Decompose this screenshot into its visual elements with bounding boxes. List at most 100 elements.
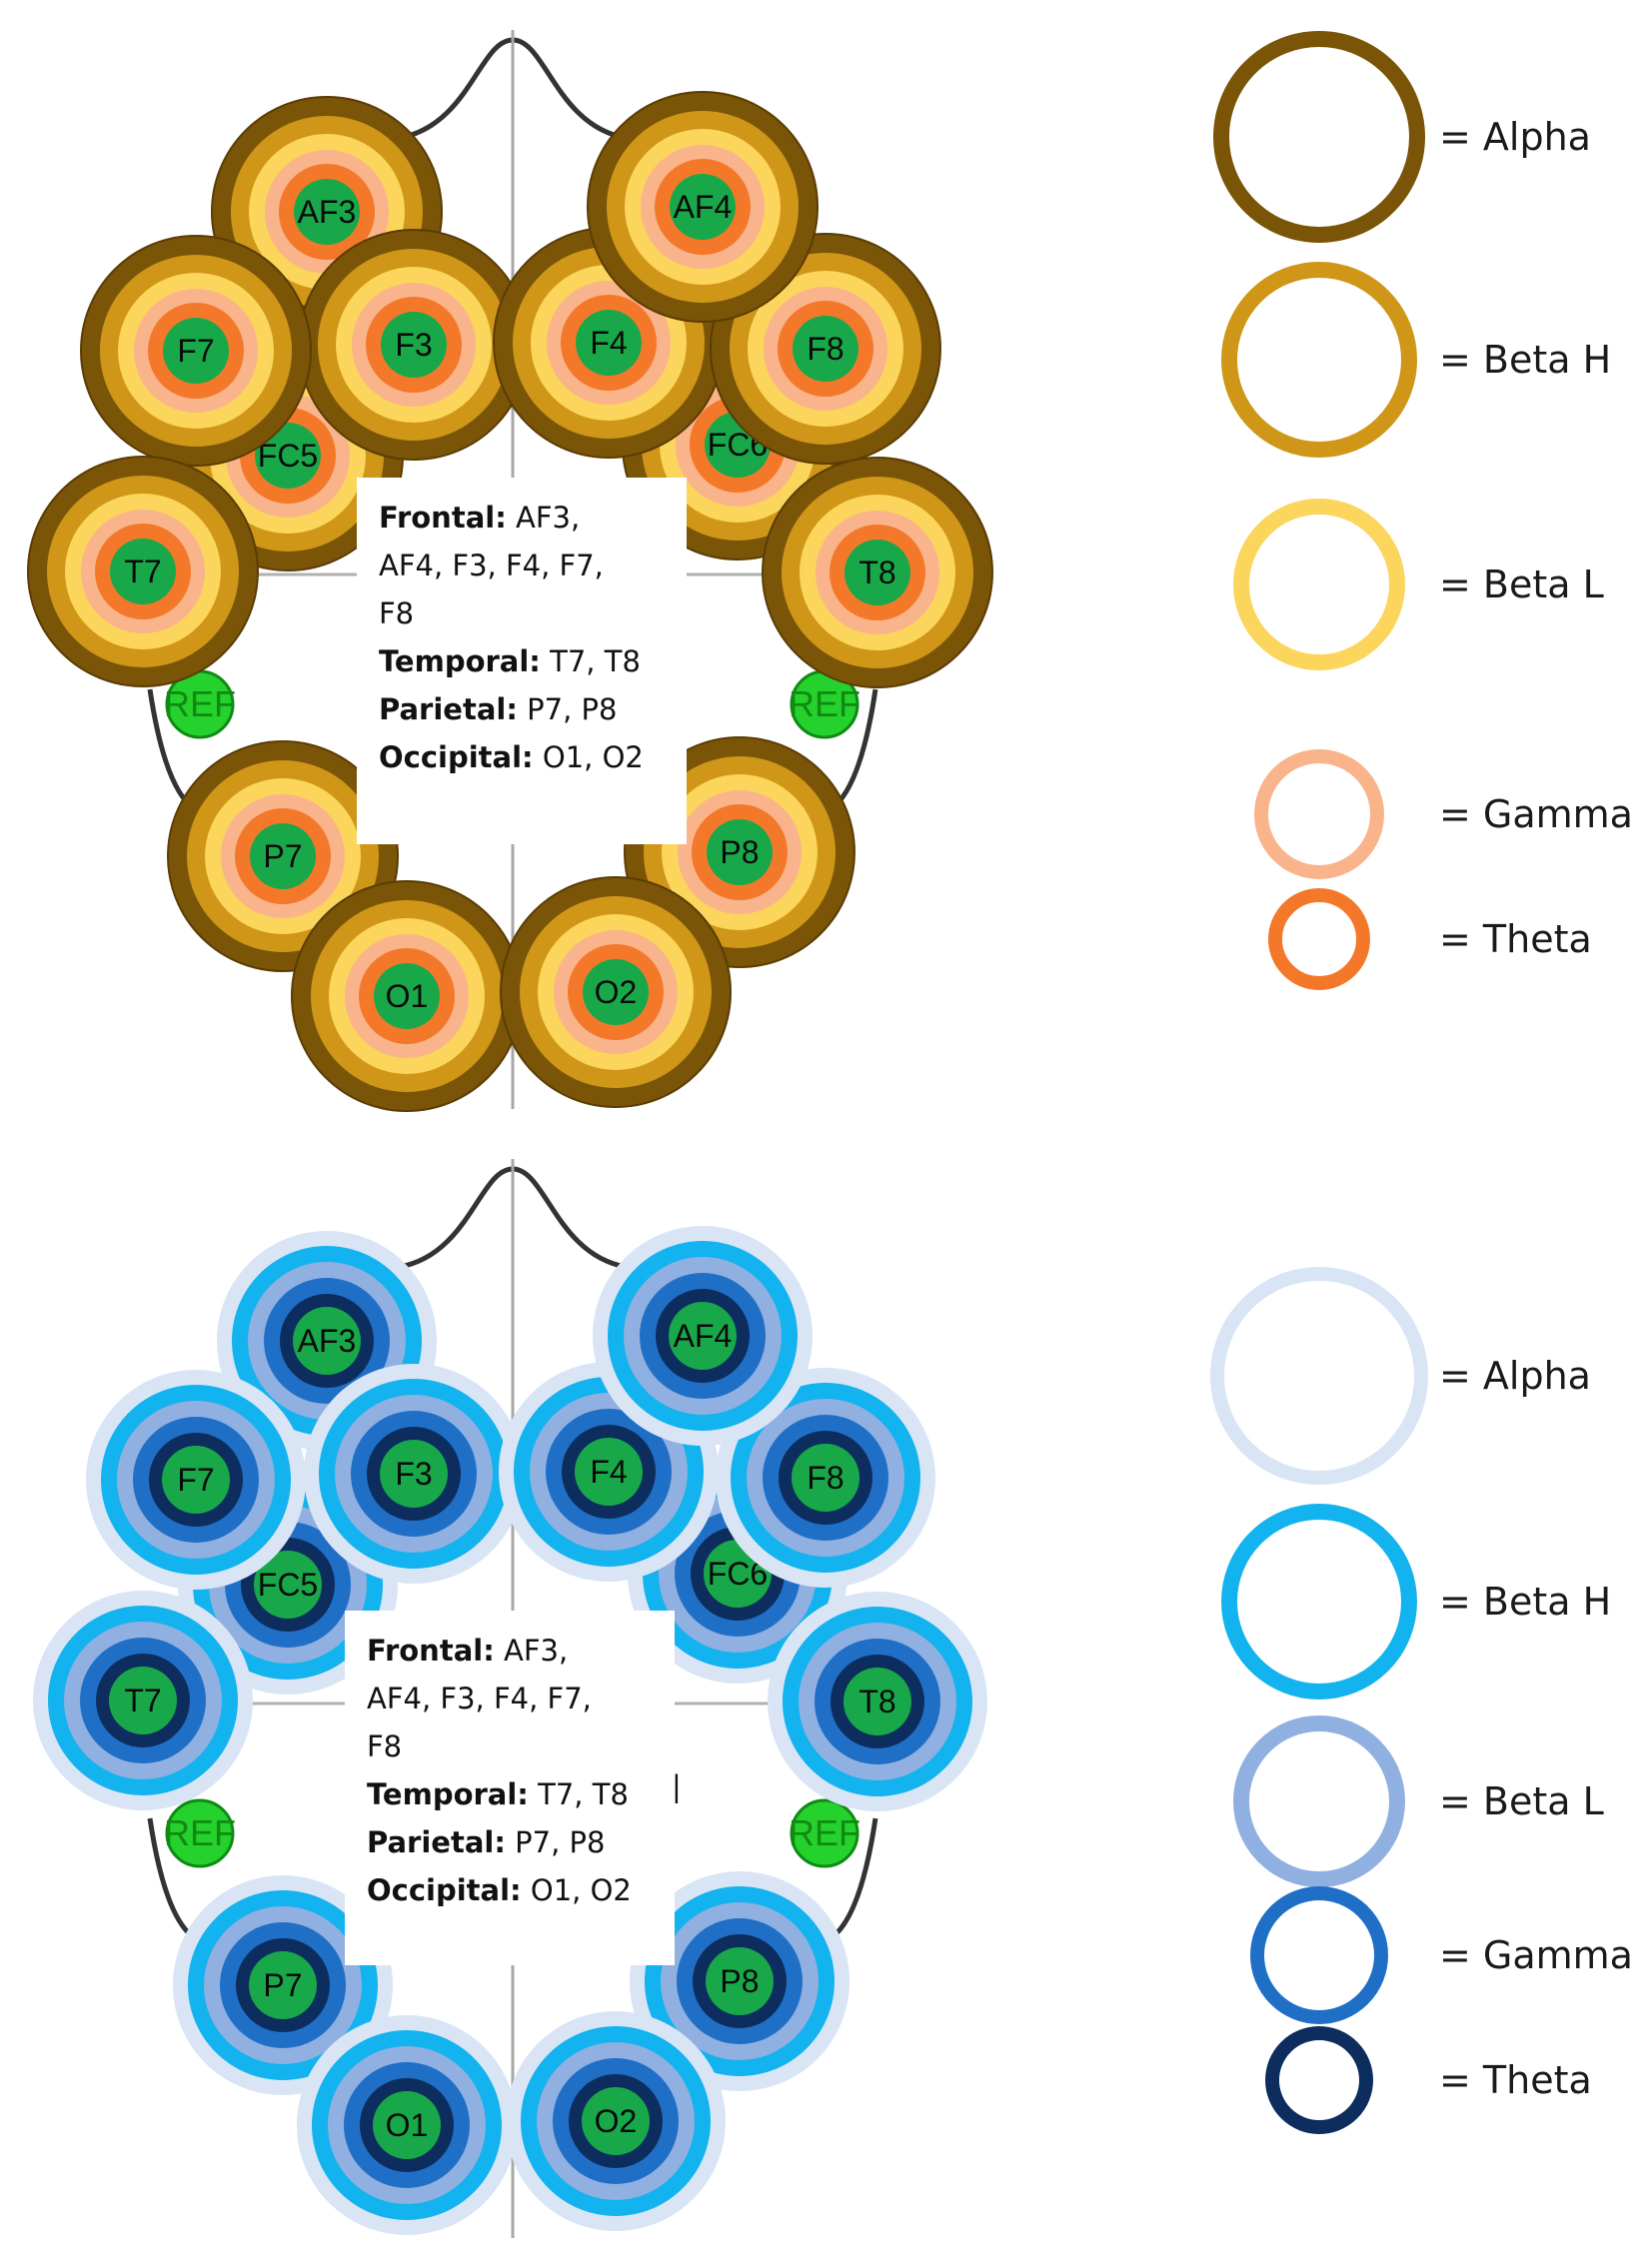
electrode-label: P7	[263, 1967, 302, 2003]
legend-swatch	[1233, 499, 1405, 670]
legend-label: = Beta L	[1439, 563, 1604, 606]
electrode-label: F3	[395, 1456, 432, 1492]
region-line: Occipital: O1, O2	[379, 740, 644, 774]
region-line: Parietal: P7, P8	[367, 1825, 605, 1859]
electrode-label: O1	[386, 978, 429, 1014]
region-sites-cont: F8	[367, 1729, 402, 1763]
region-sites: T7, T8	[541, 644, 641, 678]
electrode-af4: AF4	[587, 91, 819, 323]
electrode-core	[249, 1951, 317, 2019]
region-sites-cont: AF4, F3, F4, F7,	[367, 1682, 592, 1715]
electrode-core	[576, 310, 642, 376]
region-name: Occipital:	[367, 1873, 522, 1907]
electrode-label: T8	[858, 555, 895, 590]
electrode-core	[250, 823, 316, 889]
legend-label: = Theta	[1439, 2058, 1592, 2102]
legend: = Alpha = Beta H = Beta L = Gamma = Theta	[1210, 1267, 1633, 2134]
electrode-core	[582, 2087, 650, 2155]
legend-label: = Beta H	[1439, 1580, 1611, 1624]
electrode-label: T7	[124, 1683, 161, 1718]
region-name: Temporal:	[367, 1777, 529, 1811]
legend-swatch	[1210, 1267, 1428, 1485]
electrode-o2: O2	[500, 876, 732, 1108]
electrode-label: P8	[720, 834, 759, 870]
electrode-label: O2	[595, 2103, 638, 2139]
stray-mark: |	[672, 1769, 682, 1803]
electrode-label: FC5	[258, 1567, 318, 1603]
legend-swatch	[1213, 31, 1425, 243]
region-sites: P7, P8	[506, 1825, 606, 1859]
legend-label: = Alpha	[1439, 115, 1591, 159]
electrode-p8: P8	[624, 736, 855, 968]
electrode-t8: T8	[762, 457, 993, 688]
legend-swatch	[1221, 262, 1417, 458]
legend-swatch	[1265, 2026, 1373, 2134]
electrode-core	[163, 318, 229, 384]
electrode-core	[381, 312, 447, 378]
electrode-o1: O1	[291, 880, 523, 1112]
electrode-p7: P7	[173, 1875, 393, 2095]
region-line: Occipital: O1, O2	[367, 1873, 632, 1907]
electrode-core	[380, 1440, 448, 1508]
electrode-f3: F3	[298, 229, 530, 461]
region-name: Parietal:	[367, 1825, 506, 1859]
electrode-label: AF4	[674, 189, 733, 225]
electrode-af4: AF4	[593, 1226, 813, 1446]
region-info-box: Frontal: AF3,AF4, F3, F4, F7,F8Temporal:…	[357, 478, 687, 844]
legend-swatch	[1254, 749, 1384, 879]
electrode-core	[670, 174, 736, 240]
electrode-label: F7	[177, 1462, 214, 1498]
electrode-label: T7	[124, 554, 161, 589]
legend-label: = Gamma	[1439, 1933, 1633, 1977]
legend: = Alpha= Beta H= Beta L= Gamma= Theta	[1213, 31, 1633, 990]
region-line: Temporal: T7, T8	[379, 644, 641, 678]
electrode-core	[293, 1307, 361, 1375]
electrode-core	[109, 1667, 177, 1734]
electrode-label: P8	[720, 1963, 759, 1999]
ref-electrode	[165, 1798, 235, 1868]
electrode-core	[162, 1446, 230, 1514]
electrode-core	[843, 1668, 911, 1735]
electrode-t7: T7	[27, 456, 259, 687]
electrode-core	[110, 539, 176, 604]
legend-label: = Alpha	[1439, 1354, 1591, 1398]
electrode-core	[706, 1947, 774, 2015]
electrode-label: O1	[386, 2107, 429, 2143]
region-line: Parietal: P7, P8	[379, 692, 617, 726]
region-sites: O1, O2	[534, 740, 644, 774]
electrode-core	[583, 959, 649, 1025]
electrode-core	[844, 540, 910, 605]
region-name: Parietal:	[379, 692, 518, 726]
electrode-f3: F3	[304, 1364, 524, 1584]
electrode-f7: F7	[86, 1370, 306, 1590]
region-sites: AF3,	[495, 1634, 568, 1668]
electrode-label: T8	[858, 1684, 895, 1719]
electrode-core	[707, 819, 773, 885]
electrode-core	[255, 423, 321, 489]
region-sites: P7, P8	[518, 692, 618, 726]
region-name: Frontal:	[367, 1634, 495, 1668]
ref-electrode	[790, 1798, 859, 1868]
region-name: Occipital:	[379, 740, 534, 774]
electrode-label: F4	[590, 325, 627, 361]
ref-electrode-label: REF	[789, 683, 860, 724]
legend-label: = Beta L	[1439, 1779, 1604, 1823]
legend-swatch	[1221, 1504, 1417, 1700]
electrode-label: FC5	[258, 438, 318, 474]
electrode-core	[254, 1551, 322, 1619]
region-sites: T7, T8	[529, 1777, 629, 1811]
electrode-core	[793, 316, 858, 382]
info-box-background	[357, 478, 687, 844]
electrode-label: F3	[395, 327, 432, 363]
electrode-core	[294, 179, 360, 245]
electrode-label: F8	[807, 331, 843, 367]
electrode-label: F8	[807, 1460, 843, 1496]
electrode-f8: F8	[716, 1368, 935, 1588]
electrode-label: F4	[590, 1454, 627, 1490]
electrode-label: AF3	[298, 1323, 357, 1359]
ref-electrode-label: REF	[164, 1812, 236, 1853]
electrode-t8: T8	[768, 1592, 987, 1811]
